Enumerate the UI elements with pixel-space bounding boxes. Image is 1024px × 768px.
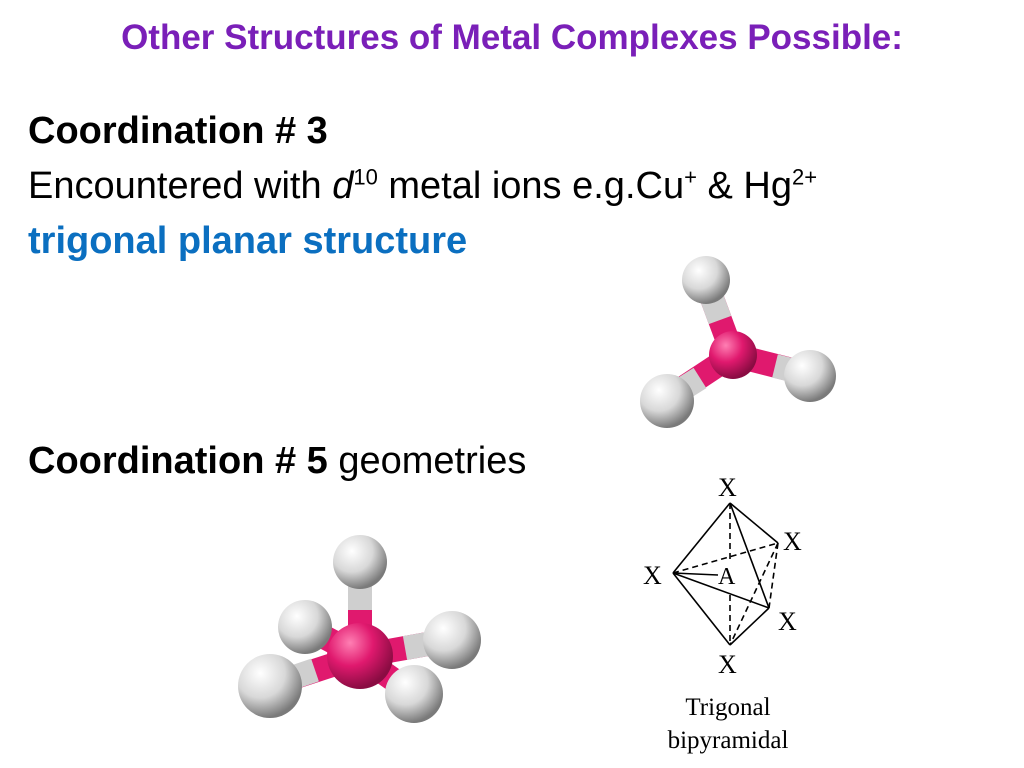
cn5-ligand-back-left — [278, 600, 332, 654]
ligand-label-right-lower: X — [778, 607, 797, 636]
cu-charge: + — [684, 164, 697, 190]
hg-charge: 2+ — [791, 164, 818, 190]
cn5-ligand-front-left — [238, 654, 302, 718]
cn3-desc-prefix: Encountered with — [28, 165, 333, 207]
cn3-ligand-top — [682, 256, 730, 304]
center-label: A — [718, 564, 736, 590]
d-superscript: 10 — [353, 164, 378, 190]
caption-line-2: bipyramidal — [668, 727, 789, 754]
ligand-label-top: X — [718, 473, 737, 502]
cn3-ligand-right — [784, 350, 836, 402]
cn3-desc-amp: & Hg — [696, 165, 792, 207]
caption-line-1: Trigonal — [685, 694, 770, 721]
cn5-ligand-right — [423, 611, 481, 669]
cn5-ligand-top — [333, 535, 387, 589]
cn3-heading: Coordination # 3 — [28, 110, 328, 152]
cn3-desc-mid: metal ions e.g.Cu — [377, 165, 685, 207]
trigonal-bipyramidal-diagram — [672, 502, 779, 646]
ligand-label-bottom: X — [718, 650, 737, 679]
d-label: d — [332, 165, 354, 207]
cn5-suffix: geometries — [327, 440, 527, 482]
cn5-line: Coordination # 5 geometries — [28, 440, 526, 483]
cn3-description: Encountered with d10 metal ions e.g.Cu+ … — [28, 165, 817, 208]
cn5-heading: Coordination # 5 — [28, 440, 328, 482]
cn5-metal-center — [327, 623, 393, 689]
cn3-metal-center — [709, 331, 757, 379]
cn3-ligand-left — [640, 374, 694, 428]
cn3-structure: trigonal planar structure — [28, 220, 468, 262]
ligand-label-left: X — [643, 561, 662, 590]
cn5-ligand-front-right — [385, 665, 443, 723]
slide-title: Other Structures of Metal Complexes Poss… — [121, 18, 903, 57]
ligand-label-right-upper: X — [783, 527, 802, 556]
